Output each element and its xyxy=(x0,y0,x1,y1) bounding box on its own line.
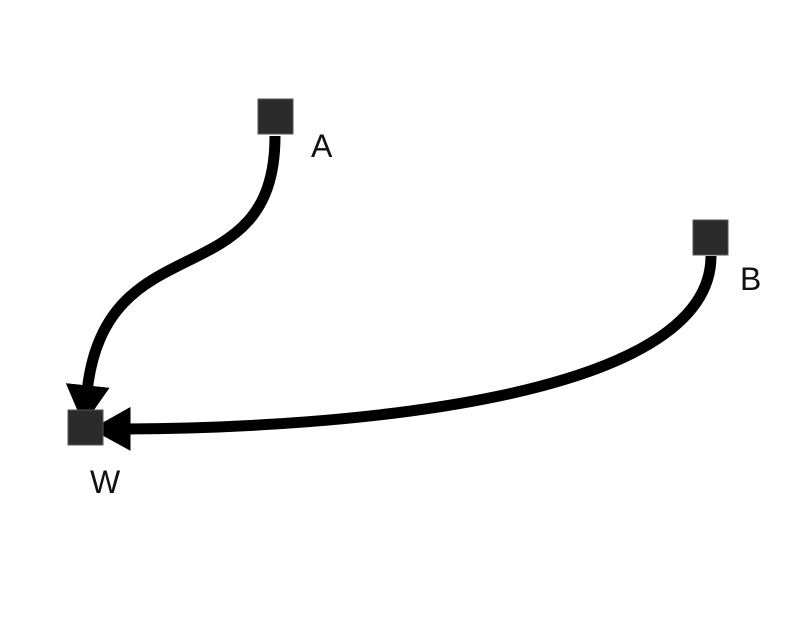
node-a-label: A xyxy=(311,128,333,164)
node-w-label: W xyxy=(90,464,121,500)
edge-a-to-w xyxy=(65,135,281,425)
node-a-square xyxy=(257,98,294,135)
node-w-square xyxy=(67,409,104,446)
edge-b-to-w xyxy=(91,255,717,451)
node-b-label: B xyxy=(740,261,761,297)
node-w: W xyxy=(67,409,121,500)
node-b-square xyxy=(692,219,729,256)
node-b: B xyxy=(692,219,761,297)
node-a: A xyxy=(257,98,333,164)
